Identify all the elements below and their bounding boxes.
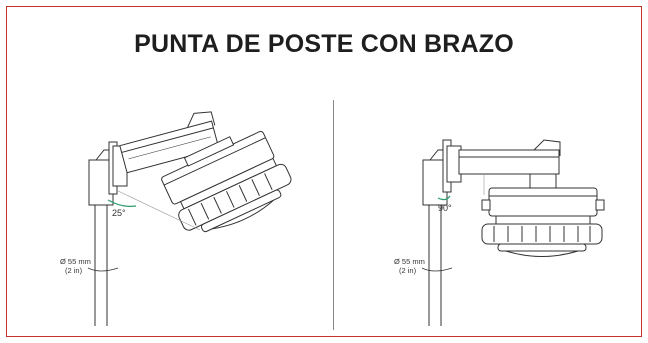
diameter-mm-label: Ø 55 mm bbox=[60, 257, 91, 266]
pole bbox=[94, 205, 108, 326]
pole bbox=[428, 205, 442, 326]
mount-bracket bbox=[422, 139, 462, 206]
page-title: PUNTA DE POSTE CON BRAZO bbox=[134, 30, 514, 58]
diameter-mm-label: Ø 55 mm bbox=[394, 257, 425, 266]
mount-bracket bbox=[88, 141, 128, 206]
luminaire-head bbox=[481, 173, 605, 257]
luminaire-arm bbox=[458, 139, 561, 195]
panel-divider bbox=[333, 100, 334, 330]
border-frame bbox=[6, 6, 642, 337]
luminaire-arm bbox=[119, 111, 220, 174]
angle-label: 90° bbox=[438, 203, 452, 213]
luminaire-head bbox=[161, 130, 292, 233]
diameter-in-label: (2 in) bbox=[399, 266, 417, 275]
angle-arc bbox=[107, 199, 137, 207]
angle-arc bbox=[437, 195, 451, 201]
angle-label: 25° bbox=[112, 208, 126, 218]
diameter-in-label: (2 in) bbox=[65, 266, 83, 275]
left-pole-diagram: 25° Ø 55 mm (2 in) bbox=[60, 111, 292, 326]
right-pole-diagram: 90° Ø 55 mm (2 in) bbox=[394, 139, 605, 326]
